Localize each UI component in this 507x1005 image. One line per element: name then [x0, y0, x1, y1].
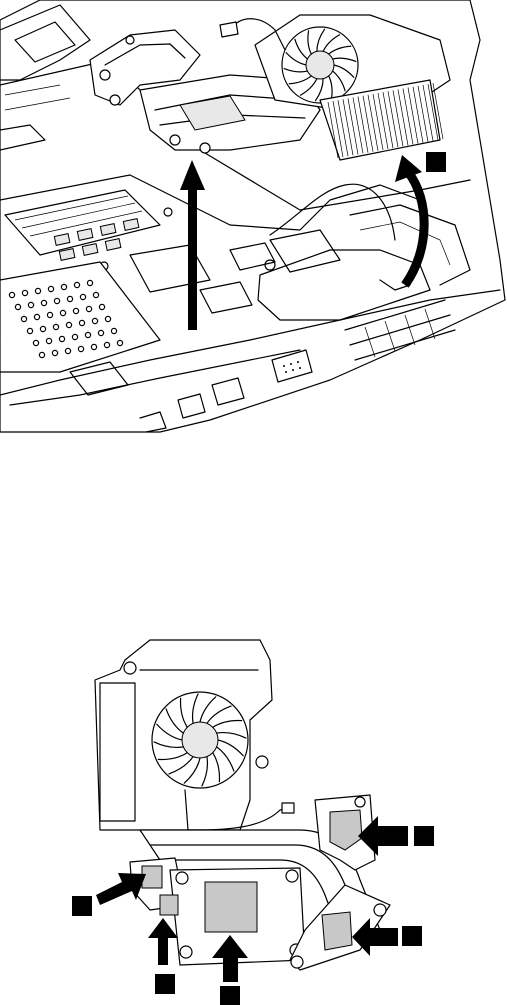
callout-marker-5: [220, 986, 240, 1005]
callout-marker-1: [426, 152, 446, 172]
callout-marker-3: [72, 896, 92, 916]
callout-marker-4: [155, 974, 175, 994]
callout-marker-2: [414, 826, 434, 846]
pointer-arrow-3: [148, 918, 178, 965]
callout-marker-6: [402, 926, 422, 946]
pointer-arrow-2: [96, 873, 146, 905]
